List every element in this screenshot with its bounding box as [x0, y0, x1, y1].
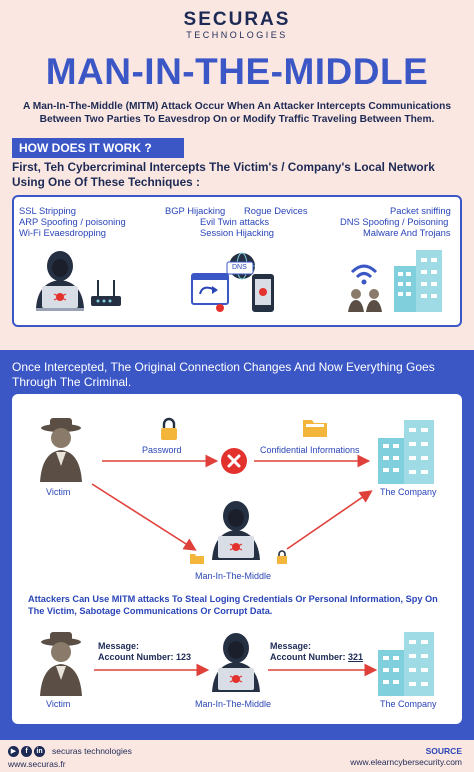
technique-wifi-eavesdropping: Wi-Fi Evaesdropping: [19, 227, 107, 238]
folder-icon: [303, 420, 327, 437]
stolen-folder-icon: [190, 554, 204, 564]
flow-arrows-1: [91, 454, 373, 551]
blocked-x-icon: [221, 448, 247, 474]
dns-badge-icon: [226, 261, 254, 275]
account-number-modified: 321: [348, 652, 364, 662]
technique-packet-sniffing: Packet sniffing: [390, 205, 451, 216]
intercept-text: Once Intercepted, The Original Connectio…: [12, 360, 435, 389]
first-step-text: First, Teh Cybercriminal Intercepts The …: [12, 160, 435, 189]
youtube-icon[interactable]: ▶: [8, 746, 19, 757]
hacker-laptop-icon: [36, 251, 84, 311]
brand-subtitle: TECHNOLOGIES: [186, 30, 288, 40]
company-label: The Company: [380, 487, 437, 497]
technique-rogue-devices: Rogue Devices: [244, 205, 308, 216]
message-label-modified: Message:: [270, 641, 312, 651]
footer-company-name: securas technologies: [52, 746, 132, 756]
company-building-icon-2: [378, 632, 434, 696]
account-label-original: Account Number:: [98, 652, 174, 662]
technique-session-hijacking: Session Hijacking: [200, 227, 274, 238]
browser-globe-phone-icon: [191, 252, 274, 312]
how-heading: HOW DOES IT WORK ?: [12, 138, 184, 158]
password-label: Password: [142, 445, 182, 455]
linkedin-icon[interactable]: in: [34, 746, 45, 757]
router-icon: [91, 280, 121, 306]
company-label-2: The Company: [380, 699, 437, 709]
account-label-modified: Account Number:: [270, 652, 346, 662]
footer: [0, 740, 474, 772]
victim-label-2: Victim: [46, 699, 71, 709]
account-line-original: Account Number: 123: [98, 652, 191, 663]
technique-arp-spoofing: ARP Spoofing / poisoning: [19, 216, 126, 227]
page-title: MAN-IN-THE-MIDDLE: [45, 51, 429, 92]
brand-name: SECURAS: [183, 9, 291, 30]
mitm-label-2: Man-In-The-Middle: [195, 699, 272, 709]
mitm-hacker-icon-2: [212, 633, 260, 692]
facebook-icon[interactable]: f: [21, 746, 32, 757]
lock-icon: [161, 417, 177, 440]
company-building-icon: [378, 420, 434, 484]
building-icon: [394, 250, 442, 312]
technique-bgp-hijacking: BGP Hijacking: [165, 205, 226, 216]
mitm-label: Man-In-The-Middle: [195, 571, 272, 581]
attack-consequences-text: Attackers Can Use MITM attacks To Steal …: [28, 594, 438, 616]
dns-label: DNS: [232, 264, 247, 271]
flow-arrows-2: [94, 663, 378, 677]
confidential-label: Confidential Informations: [260, 445, 360, 455]
brand-logo: SECURAS TECHNOLOGIES: [0, 10, 474, 41]
mitm-hacker-icon: [212, 501, 260, 560]
victim-spy-icon-2: [40, 632, 82, 696]
account-line-modified: Account Number: 321: [270, 652, 363, 663]
social-links: ▶ f in: [8, 746, 45, 757]
intro-text: A Man-In-The-Middle (MITM) Attack Occur …: [22, 101, 452, 125]
footer-website-link[interactable]: www.securas.fr: [8, 759, 66, 769]
technique-malware-trojans: Malware And Trojans: [363, 227, 451, 238]
victim-spy-icon: [40, 418, 82, 482]
wifi-spies-icon: [348, 264, 382, 312]
account-number-original: 123: [176, 652, 192, 662]
source-label: SOURCE: [425, 746, 462, 756]
technique-ssl-stripping: SSL Stripping: [19, 205, 76, 216]
technique-dns-spoofing: DNS Spoofing / Poisoning: [340, 216, 449, 227]
source-url-link[interactable]: www.elearncybersecurity.com: [350, 757, 462, 767]
victim-label: Victim: [46, 487, 71, 497]
message-label-original: Message:: [98, 641, 140, 651]
technique-evil-twin: Evil Twin attacks: [200, 216, 270, 227]
stolen-lock-icon: [277, 550, 287, 564]
